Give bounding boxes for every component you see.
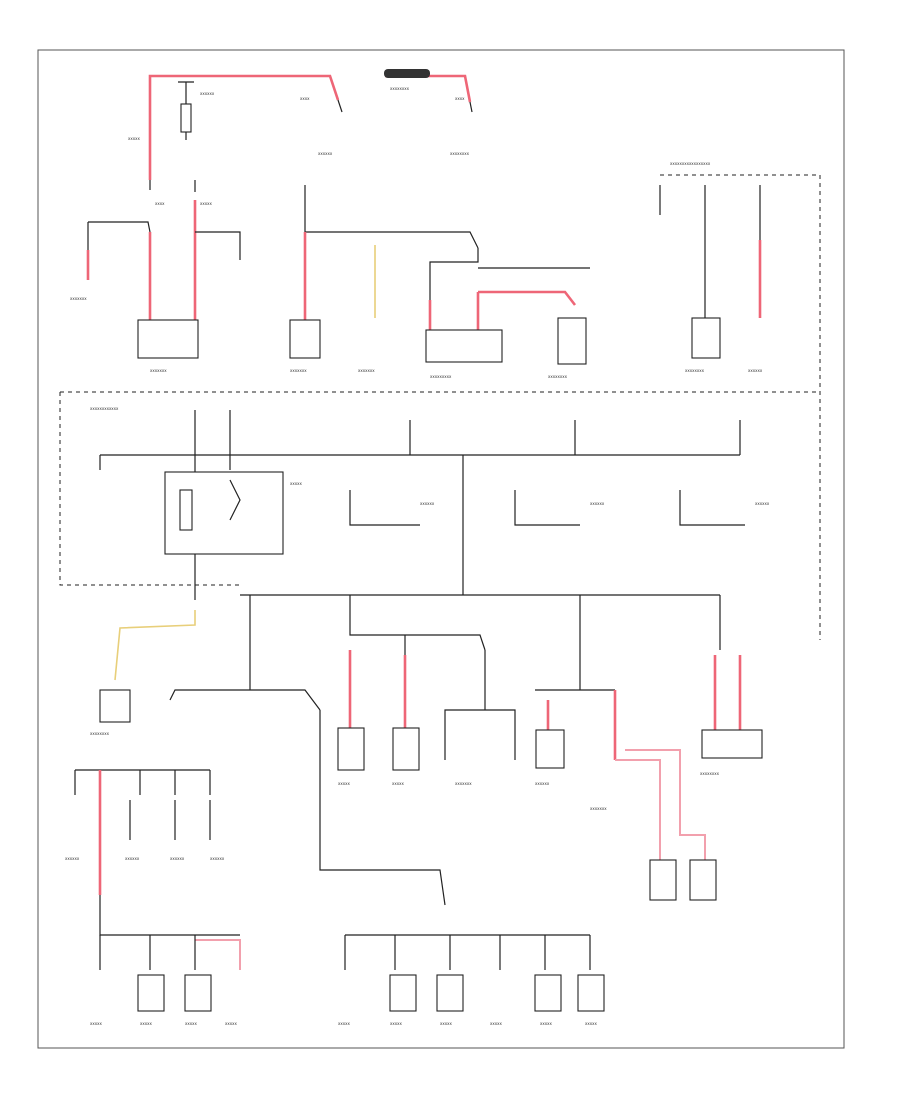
battery-feed-section: xxxxxx xxxx xxxxxxxx xxxx xxxxxx xxxxxxx…	[128, 69, 473, 180]
svg-text:xxxxx: xxxxx	[540, 1021, 552, 1026]
relay-coil	[179, 489, 193, 531]
svg-text:xxxxxxxx: xxxxxxxx	[90, 731, 110, 736]
bottom-right-section: xxxxx xxxxx xxxxx xxxxx xxxxx xxxxx	[338, 934, 605, 1026]
control-module-box	[425, 329, 503, 363]
svg-text:xxxxxx: xxxxxx	[755, 501, 770, 506]
svg-text:xxxxxxxx: xxxxxxxx	[548, 374, 568, 379]
svg-text:xxxx: xxxx	[155, 201, 165, 206]
svg-text:xxxxxx: xxxxxx	[170, 856, 185, 861]
svg-text:xxxxxx: xxxxxx	[65, 856, 80, 861]
component-box-2	[289, 319, 321, 359]
svg-text:xxxxx: xxxxx	[440, 1021, 452, 1026]
svg-text:xxxxx: xxxxx	[392, 781, 404, 786]
bottom-left-section: xxxxxx xxxxxx xxxxxx xxxxxx xxxxx xxxxx …	[65, 769, 241, 1026]
component-box-1	[137, 319, 199, 359]
svg-text:xxxxx: xxxxx	[128, 136, 140, 141]
instrument-panel-fuse-block: xxxxxxxxxxxx xxxxx xxxxxx xxxxxx xxxxxx	[59, 391, 820, 610]
svg-text:xxxxxx: xxxxxx	[125, 856, 140, 861]
svg-text:xxxxxx: xxxxxx	[748, 368, 763, 373]
sensor-box	[535, 729, 565, 769]
injector-box-3	[389, 974, 417, 1012]
coil-box-2	[184, 974, 212, 1012]
svg-text:xxxxx: xxxxx	[390, 1021, 402, 1026]
svg-text:xxxxxxx: xxxxxxx	[455, 781, 472, 786]
svg-text:xxxxxxx: xxxxxxx	[290, 368, 307, 373]
component-box-3	[557, 317, 587, 365]
svg-text:xxxxx: xxxxx	[185, 1021, 197, 1026]
svg-text:xxxx: xxxx	[300, 96, 310, 101]
svg-text:xxxxx: xxxxx	[338, 1021, 350, 1026]
svg-text:xxxxxx: xxxxxx	[200, 91, 215, 96]
svg-text:xxxxxxxx: xxxxxxxx	[450, 151, 470, 156]
svg-text:xxxxx: xxxxx	[200, 201, 212, 206]
svg-text:xxxxx: xxxxx	[140, 1021, 152, 1026]
fusible-link	[384, 69, 430, 78]
svg-text:xxxxx: xxxxx	[225, 1021, 237, 1026]
relay-box-lower-2	[689, 859, 717, 901]
component-box-4	[691, 317, 721, 359]
svg-text:xxxxxxxx: xxxxxxxx	[685, 368, 705, 373]
injector-box-4	[436, 974, 464, 1012]
svg-text:xxxx: xxxx	[455, 96, 465, 101]
svg-text:xxxxxx: xxxxxx	[590, 501, 605, 506]
svg-text:xxxxxxxxxxxx: xxxxxxxxxxxx	[90, 406, 119, 411]
svg-text:xxxxx: xxxxx	[338, 781, 350, 786]
svg-text:xxxxxxx: xxxxxxx	[358, 368, 375, 373]
engine-control-module-left	[99, 689, 131, 723]
svg-text:xxxxxxx: xxxxxxx	[70, 296, 87, 301]
svg-text:xxxxxx: xxxxxx	[535, 781, 550, 786]
injector-box-6	[577, 974, 605, 1012]
svg-text:xxxxxxxx: xxxxxxxx	[390, 86, 410, 91]
lower-branch-circuits: xxxxxxxx xxxxx xxxxx xxxxxxx xxxxxx xxxx…	[90, 610, 763, 906]
svg-text:xxxxxx: xxxxxx	[210, 856, 225, 861]
relay-box-lower-1	[649, 859, 677, 901]
battery-icon	[180, 103, 192, 133]
diagram-frame	[37, 49, 845, 1049]
injector-box-2	[392, 727, 420, 771]
engine-control-module-right	[701, 729, 763, 759]
svg-text:xxxxxxx: xxxxxxx	[590, 806, 607, 811]
svg-text:xxxxxx: xxxxxx	[420, 501, 435, 506]
svg-text:xxxxx: xxxxx	[585, 1021, 597, 1026]
svg-text:xxxxxxxxx: xxxxxxxxx	[430, 374, 452, 379]
coil-box-1	[137, 974, 165, 1012]
svg-text:xxxxx: xxxxx	[90, 1021, 102, 1026]
injector-box-5	[534, 974, 562, 1012]
svg-text:xxxxxxx: xxxxxxx	[150, 368, 167, 373]
svg-text:xxxxx: xxxxx	[490, 1021, 502, 1026]
svg-text:xxxxxxxxxxxxxxxxx: xxxxxxxxxxxxxxxxx	[670, 161, 711, 166]
svg-text:xxxxxx: xxxxxx	[318, 151, 333, 156]
underhood-fuse-row: xxxx xxxxx xxxxxxx xxxxxxx xxxxxxx xxxxx…	[70, 161, 821, 640]
injector-box-1	[337, 727, 365, 771]
svg-text:xxxxxxxx: xxxxxxxx	[700, 771, 720, 776]
svg-text:xxxxx: xxxxx	[290, 481, 302, 486]
